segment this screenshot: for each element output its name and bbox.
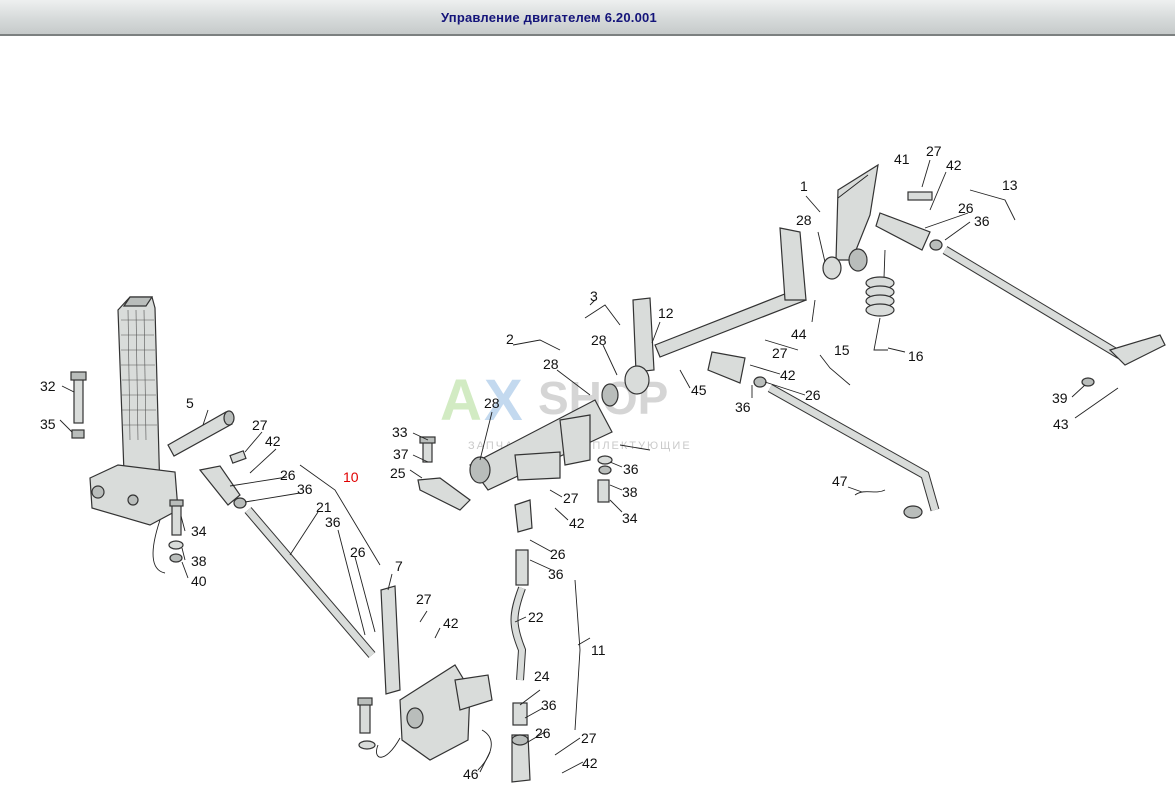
callout-16: 16 (908, 348, 924, 364)
callout-34: 34 (191, 523, 207, 539)
callout-34: 34 (622, 510, 638, 526)
callout-36: 36 (974, 213, 990, 229)
bolt-32 (73, 377, 84, 424)
lever-1 (779, 227, 807, 301)
callout-25: 25 (390, 465, 406, 481)
callout-28: 28 (484, 395, 500, 411)
callout-40: 40 (191, 573, 207, 589)
callout-10: 10 (343, 469, 359, 485)
callout-42: 42 (443, 615, 459, 631)
callout-26: 26 (958, 200, 974, 216)
callout-2: 2 (506, 331, 514, 347)
callout-3: 3 (590, 288, 598, 304)
callout-11: 11 (591, 642, 606, 658)
callout-22: 22 (528, 609, 544, 625)
callout-1: 1 (800, 178, 808, 194)
callout-36: 36 (325, 514, 341, 530)
callout-26: 26 (805, 387, 821, 403)
callout-42: 42 (946, 157, 962, 173)
callout-36: 36 (297, 481, 313, 497)
callout-42: 42 (582, 755, 598, 771)
callout-21: 21 (316, 499, 332, 515)
clevis-26-center (707, 351, 746, 384)
callout-26: 26 (535, 725, 551, 741)
window-title-bar: Управление двигателем 6.20.001 (0, 0, 1175, 36)
callout-33: 33 (392, 424, 408, 440)
callout-24: 24 (534, 668, 550, 684)
callout-28: 28 (543, 356, 559, 372)
callout-26: 26 (280, 467, 296, 483)
lever-7 (380, 585, 401, 695)
callout-36: 36 (548, 566, 564, 582)
callout-27: 27 (252, 417, 268, 433)
callout-38: 38 (191, 553, 207, 569)
callout-28: 28 (591, 332, 607, 348)
callout-28: 28 (796, 212, 812, 228)
callout-47: 47 (832, 473, 848, 489)
accelerator-pedal (89, 296, 179, 526)
nut-35 (71, 429, 85, 439)
callout-12: 12 (658, 305, 674, 321)
watermark-x: X (484, 368, 523, 433)
parts (70, 163, 1166, 783)
callout-45: 45 (691, 382, 707, 398)
window-title: Управление двигателем 6.20.001 (441, 10, 657, 25)
callout-36: 36 (735, 399, 751, 415)
callout-7: 7 (395, 558, 403, 574)
callout-27: 27 (926, 143, 942, 159)
clevis-26-left (198, 465, 241, 506)
callout-27: 27 (563, 490, 579, 506)
callout-13: 13 (1002, 177, 1018, 193)
callout-42: 42 (265, 433, 281, 449)
callout-27: 27 (581, 730, 597, 746)
callout-42: 42 (780, 367, 796, 383)
lever-25 (417, 477, 471, 511)
callout-44: 44 (791, 326, 807, 342)
callout-26: 26 (550, 546, 566, 562)
lever-3 (632, 297, 655, 373)
exploded-parts-diagram: A X SHOP ЗАПЧАСТИ И КОМПЛЕКТУЮЩИЕ (40, 143, 1166, 783)
spring-16 (865, 249, 895, 351)
callout-43: 43 (1053, 416, 1069, 432)
leader-lines (59, 159, 1119, 774)
callout-37: 37 (393, 446, 409, 462)
clevis-26-right (875, 212, 931, 251)
callout-39: 39 (1052, 390, 1068, 406)
callout-15: 15 (834, 342, 850, 358)
callout-32: 32 (40, 378, 56, 394)
callout-42: 42 (569, 515, 585, 531)
bracket (399, 664, 471, 761)
callout-36: 36 (541, 697, 557, 713)
watermark-a: A (440, 368, 482, 433)
callout-5: 5 (186, 395, 194, 411)
callout-41: 41 (894, 151, 910, 167)
bolt-34-left (171, 502, 182, 536)
callout-35: 35 (40, 416, 56, 432)
callout-labels: 1 2 3 5 7 10 11 12 13 15 16 21 22 24 25 … (40, 143, 1069, 782)
callout-46: 46 (463, 766, 479, 782)
callout-27: 27 (416, 591, 432, 607)
clevis-26-mid (514, 499, 533, 533)
callout-26: 26 (350, 544, 366, 560)
callout-27: 27 (772, 345, 788, 361)
pedal-shaft (167, 411, 233, 457)
callout-38: 38 (622, 484, 638, 500)
callout-36: 36 (623, 461, 639, 477)
